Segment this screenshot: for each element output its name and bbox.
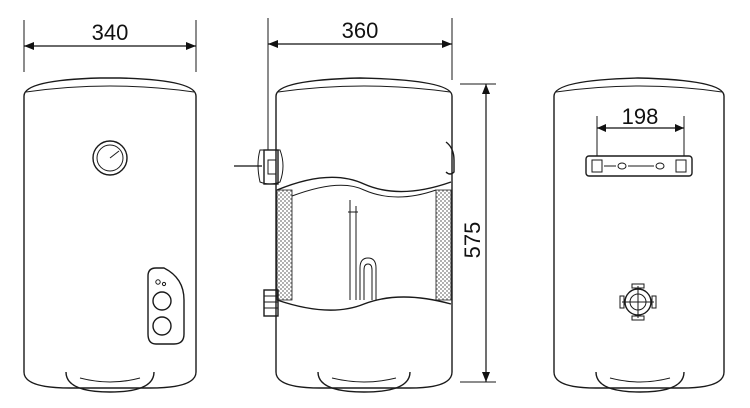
back-view-body — [553, 77, 725, 389]
dimension-label-side-depth: 360 — [342, 18, 379, 43]
insulation-left — [276, 189, 293, 301]
side-view: 360 575 — [234, 18, 496, 393]
side-view-bottom-cap — [317, 371, 411, 393]
control-knob-upper — [152, 291, 172, 311]
drain-fitting — [619, 283, 657, 321]
front-view-body — [23, 77, 197, 389]
side-view-body — [275, 77, 453, 389]
mounting-bracket — [585, 155, 693, 177]
dimension-bracket-span: 198 — [596, 104, 685, 156]
side-view-top-seam — [277, 85, 451, 93]
control-panel — [147, 267, 185, 345]
back-view: 198 — [553, 77, 725, 393]
side-valve — [234, 149, 284, 185]
front-view-top-seam — [25, 85, 195, 93]
indicator-light-icon — [161, 281, 167, 287]
side-view-bottom-cap-inner — [331, 377, 397, 383]
side-bracket — [445, 141, 455, 175]
dimension-label-bracket-span: 198 — [622, 104, 659, 129]
dimension-label-front-width: 340 — [92, 20, 129, 45]
dimension-height: 575 — [460, 83, 496, 383]
cutaway-inner-curve — [291, 184, 437, 198]
back-view-top-seam — [555, 85, 723, 93]
back-view-bottom-cap-inner — [609, 377, 671, 383]
thermometer-gauge — [92, 140, 128, 176]
indicator-light-icon — [155, 279, 161, 285]
control-knob-lower — [152, 316, 172, 336]
cutaway-top-edge — [276, 176, 452, 193]
dimension-side-depth: 360 — [267, 18, 453, 150]
front-view-bottom-cap-inner — [79, 377, 141, 383]
front-view: 340 — [23, 20, 197, 393]
pipe-fitting — [263, 289, 279, 317]
back-view-bottom-cap — [595, 371, 685, 393]
front-view-bottom-cap — [65, 371, 155, 393]
insulation-right — [435, 189, 452, 301]
dimension-front-width: 340 — [23, 20, 197, 72]
cutaway-bottom-edge — [276, 296, 452, 311]
heating-element — [348, 200, 377, 300]
dimension-label-height: 575 — [460, 222, 485, 259]
